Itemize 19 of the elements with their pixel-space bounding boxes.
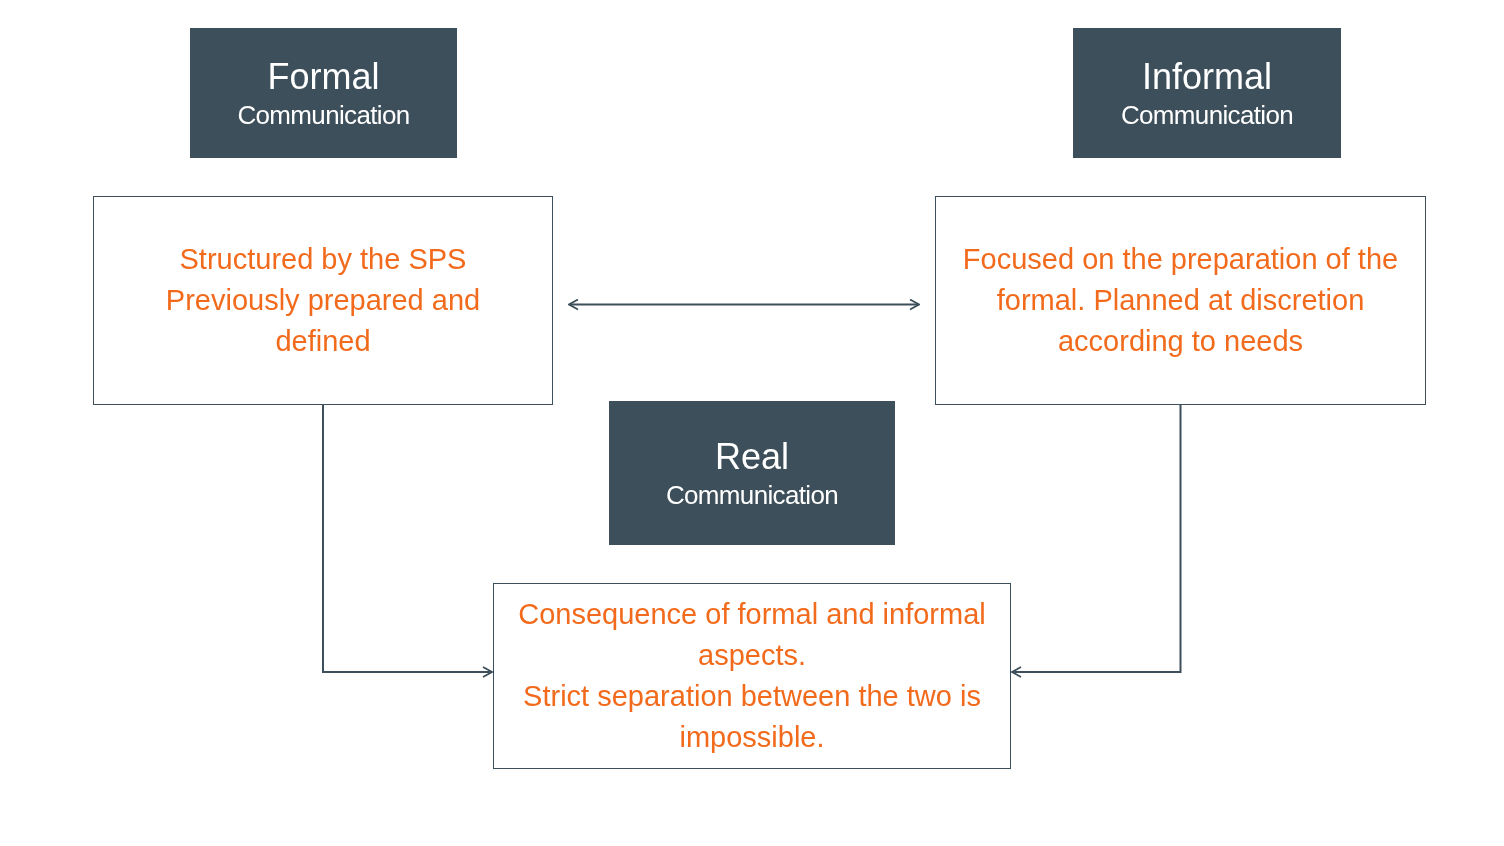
header-title: Formal	[267, 55, 380, 99]
arrow	[322, 404, 493, 678]
text-box	[493, 583, 1011, 769]
box-text: Strict separation between the two is impossible.	[522, 679, 982, 755]
box-text: Consequence of formal and informal aspects.	[518, 597, 986, 673]
header-box	[609, 401, 895, 545]
text-box	[93, 196, 553, 405]
header-box	[1073, 28, 1341, 158]
text-box	[935, 196, 1426, 405]
header-subtitle: Communication	[665, 479, 839, 511]
arrow	[568, 298, 920, 311]
header-subtitle: Communication	[1120, 99, 1294, 131]
header-subtitle: Communication	[237, 99, 410, 131]
arrow	[1011, 404, 1182, 678]
header-title: Informal	[1141, 55, 1272, 99]
header-box	[190, 28, 457, 158]
box-text: Structured by the SPS Previously prepared and defined	[164, 242, 482, 359]
box-text: Focused on the preparation of the formal. Planned at discretion according to needs	[961, 242, 1400, 359]
header-title: Real	[714, 435, 789, 479]
